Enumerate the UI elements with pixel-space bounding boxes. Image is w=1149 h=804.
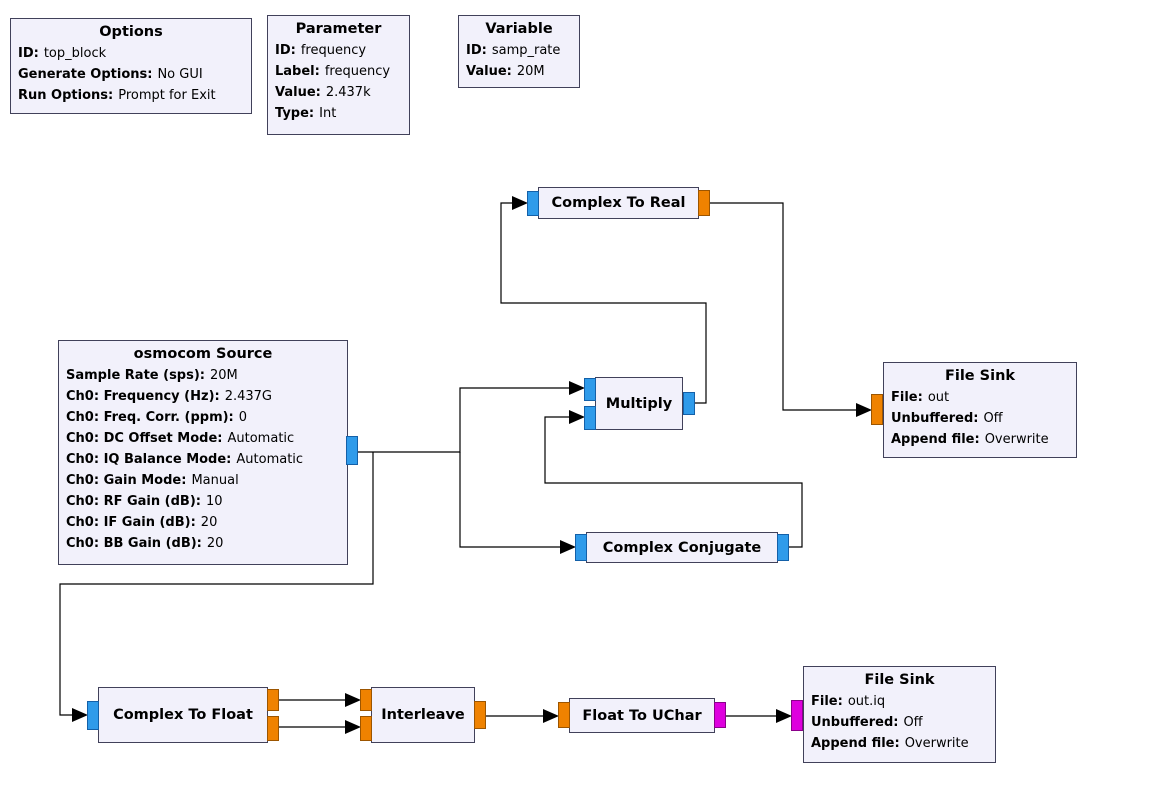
- block-title: File Sink: [944, 368, 1016, 384]
- block-title: Float To UChar: [582, 707, 702, 724]
- block-title: Complex Conjugate: [602, 539, 762, 556]
- block-title: Variable: [485, 21, 553, 37]
- port-file-sink-bottom-in[interactable]: [791, 700, 803, 731]
- block-float-to-uchar[interactable]: Float To UChar: [569, 698, 715, 733]
- param-line: Sample Rate (sps):20M: [66, 368, 238, 383]
- param-line: Ch0: IF Gain (dB):20: [66, 515, 218, 530]
- port-complex-conjugate-out[interactable]: [777, 534, 789, 561]
- param-line: Ch0: Gain Mode:Manual: [66, 473, 239, 488]
- param-line: ID:top_block: [18, 46, 107, 61]
- block-variable[interactable]: Variable ID:samp_rate Value:20M: [458, 15, 580, 88]
- port-complex-to-real-in[interactable]: [527, 191, 539, 216]
- port-osmocom-source-out[interactable]: [346, 436, 358, 465]
- port-multiply-in0[interactable]: [584, 378, 596, 401]
- param-line: Run Options:Prompt for Exit: [18, 88, 216, 103]
- port-interleave-out[interactable]: [474, 701, 486, 729]
- block-title: osmocom Source: [133, 346, 273, 362]
- block-file-sink-top[interactable]: File Sink File:out Unbuffered:Off Append…: [883, 362, 1077, 458]
- param-line: Unbuffered:Off: [891, 411, 1003, 426]
- port-complex-to-float-out1[interactable]: [267, 716, 279, 741]
- block-parameter[interactable]: Parameter ID:frequency Label:frequency V…: [267, 15, 410, 135]
- param-line: File:out.iq: [811, 694, 886, 709]
- param-line: Append file:Overwrite: [891, 432, 1049, 447]
- wire-source-to-conjugate[interactable]: [459, 452, 561, 548]
- port-file-sink-top-in[interactable]: [871, 394, 883, 425]
- port-interleave-in0[interactable]: [360, 689, 372, 711]
- block-title: Complex To Real: [551, 195, 686, 211]
- port-float-to-uchar-out[interactable]: [714, 702, 726, 728]
- param-line: Ch0: DC Offset Mode:Automatic: [66, 431, 295, 446]
- block-title: Complex To Float: [113, 707, 253, 723]
- param-line: Value:2.437k: [275, 85, 371, 100]
- param-line: Ch0: BB Gain (dB):20: [66, 536, 224, 551]
- block-file-sink-bottom[interactable]: File Sink File:out.iq Unbuffered:Off App…: [803, 666, 996, 763]
- block-complex-to-float[interactable]: Complex To Float: [98, 687, 268, 743]
- wire-source-to-complex-to-float[interactable]: [59, 452, 374, 716]
- block-title: Multiply: [605, 395, 673, 412]
- param-line: ID:samp_rate: [466, 43, 561, 58]
- param-line: Ch0: IQ Balance Mode:Automatic: [66, 452, 304, 467]
- block-complex-to-real[interactable]: Complex To Real: [538, 187, 699, 219]
- block-multiply[interactable]: Multiply: [595, 377, 683, 430]
- block-title: Options: [99, 24, 163, 40]
- wire-multiply-to-complex-to-real[interactable]: [500, 202, 707, 404]
- param-line: Type:Int: [275, 106, 337, 121]
- wire-arrowheads: [72, 196, 872, 734]
- block-title: Interleave: [381, 707, 465, 723]
- param-line: File:out: [891, 390, 950, 405]
- port-complex-to-float-in[interactable]: [87, 701, 99, 730]
- port-multiply-in1[interactable]: [584, 406, 596, 430]
- block-osmocom-source[interactable]: osmocom Source Sample Rate (sps):20M Ch0…: [58, 340, 348, 565]
- param-line: ID:frequency: [275, 43, 367, 58]
- block-interleave[interactable]: Interleave: [371, 687, 475, 743]
- param-line: Ch0: Frequency (Hz):2.437G: [66, 389, 273, 404]
- param-line: Ch0: Freq. Corr. (ppm):0: [66, 410, 248, 425]
- param-line: Generate Options:No GUI: [18, 67, 203, 82]
- port-interleave-in1[interactable]: [360, 716, 372, 741]
- port-float-to-uchar-in[interactable]: [558, 702, 570, 728]
- param-line: Value:20M: [466, 64, 545, 79]
- wire-complex-to-real-to-file-sink[interactable]: [710, 202, 857, 411]
- block-complex-conjugate[interactable]: Complex Conjugate: [586, 532, 778, 563]
- param-line: Append file:Overwrite: [811, 736, 969, 751]
- port-complex-conjugate-in[interactable]: [575, 534, 587, 561]
- block-title: File Sink: [864, 672, 935, 688]
- block-options[interactable]: Options ID:top_block Generate Options:No…: [10, 18, 252, 114]
- port-complex-to-float-out0[interactable]: [267, 689, 279, 711]
- wire-source-to-multiply-in0[interactable]: [358, 387, 570, 453]
- port-multiply-out[interactable]: [683, 392, 695, 415]
- block-title: Parameter: [295, 21, 382, 37]
- param-line: Label:frequency: [275, 64, 391, 79]
- param-line: Ch0: RF Gain (dB):10: [66, 494, 223, 509]
- wire-conjugate-to-multiply-in1[interactable]: [544, 416, 803, 548]
- param-line: Unbuffered:Off: [811, 715, 923, 730]
- port-complex-to-real-out[interactable]: [698, 190, 710, 216]
